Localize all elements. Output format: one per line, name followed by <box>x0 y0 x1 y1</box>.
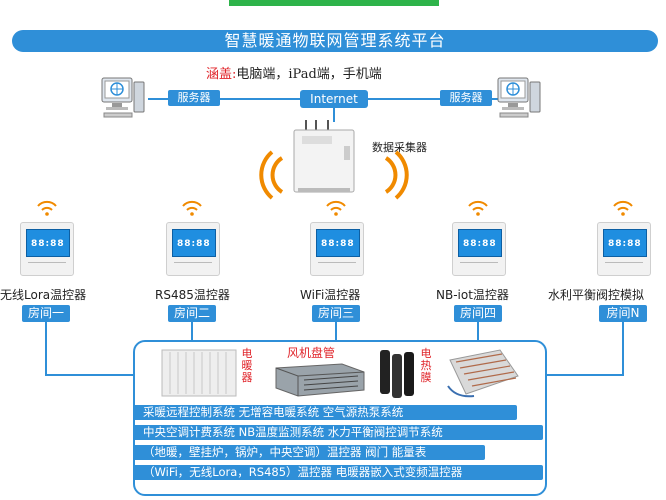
thermostat-name: NB-iot温控器 <box>436 288 509 302</box>
heating-film-label: 电热膜 <box>420 347 432 384</box>
system-bar: 中央空调计费系统 NB温度监测系统 水力平衡阀控调节系统 <box>133 425 543 440</box>
thermostat-name: 水利平衡阀控模拟 <box>548 288 645 302</box>
thermostat-device: 88:88 <box>20 222 74 276</box>
heating-film-icon <box>380 350 414 398</box>
wifi-icon <box>613 200 633 216</box>
top-accent-bar <box>229 0 439 6</box>
thermostat-device: 88:88 <box>310 222 364 276</box>
server-label-right: 服务器 <box>440 90 492 106</box>
internet-label: Internet <box>300 90 368 108</box>
thermostat-device: 88:88 <box>597 222 651 276</box>
room-label: 房间二 <box>168 305 216 322</box>
wifi-icon <box>182 200 202 216</box>
connector-line <box>191 322 193 342</box>
floor-heating-mat-icon <box>447 349 519 398</box>
connector-line <box>622 322 624 376</box>
wifi-icon <box>37 200 57 216</box>
computer-icon-right <box>497 77 541 118</box>
thermostat-name: WiFi温控器 <box>300 288 361 302</box>
wifi-icon <box>326 200 346 216</box>
fan-coil-label: 风机盘管 <box>287 346 336 360</box>
connector-line <box>477 322 479 342</box>
wifi-icon <box>468 200 488 216</box>
collector-label: 数据采集器 <box>372 141 427 154</box>
computer-icon-left <box>101 77 145 118</box>
wifi-signal-right-icon <box>384 150 409 200</box>
radiator-label: 电暖器 <box>241 347 253 384</box>
connector-line <box>45 374 135 376</box>
system-bar: （WiFi，无线Lora，RS485）温控器 电暖器嵌入式变频温控器 <box>133 465 543 480</box>
connector-line <box>335 322 337 342</box>
room-label: 房间三 <box>312 305 360 322</box>
radiator-icon <box>161 349 237 397</box>
connector-line <box>543 374 624 376</box>
thermostat-device: 88:88 <box>166 222 220 276</box>
thermostat-name: RS485温控器 <box>155 288 230 302</box>
room-label: 房间一 <box>22 305 70 322</box>
coverage-text: 涵盖:电脑端，iPad端，手机端 <box>206 63 382 82</box>
fan-coil-icon <box>275 363 365 397</box>
data-collector-icon <box>293 120 355 193</box>
page-title: 智慧暖通物联网管理系统平台 <box>12 30 658 52</box>
thermostat-device: 88:88 <box>452 222 506 276</box>
connector-line <box>45 322 47 376</box>
system-bar: 采暖远程控制系统 无增容电暖系统 空气源热泵系统 <box>133 405 517 420</box>
thermostat-name: 无线Lora温控器 <box>0 288 87 302</box>
internet-to-collector-line <box>333 108 335 122</box>
coverage-prefix: 涵盖: <box>206 67 237 82</box>
coverage-devices: 电脑端，iPad端，手机端 <box>236 67 382 82</box>
server-label-left: 服务器 <box>168 90 220 106</box>
system-bar: （地暖，壁挂炉，锅炉，中央空调）温控器 阀门 能量表 <box>133 445 485 460</box>
wifi-signal-left-icon <box>259 150 284 200</box>
room-label: 房间N <box>599 305 647 322</box>
room-label: 房间四 <box>454 305 502 322</box>
